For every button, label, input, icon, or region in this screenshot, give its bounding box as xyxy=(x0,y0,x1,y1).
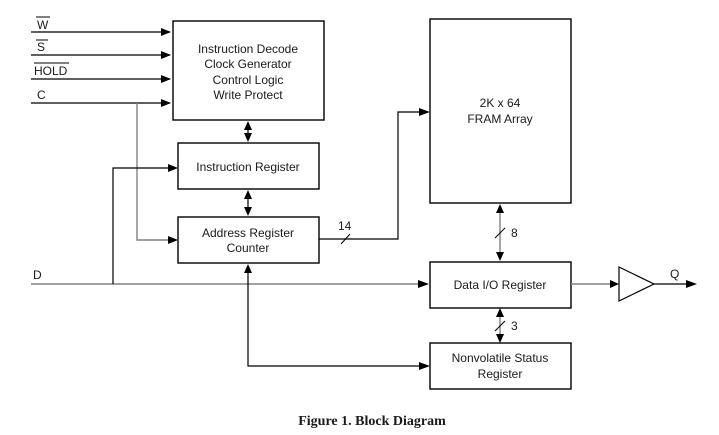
buffer-input-arrow xyxy=(610,280,619,288)
address-register-box xyxy=(177,216,320,264)
pin-hold-label: HOLD xyxy=(34,64,68,78)
address-register-line-2: Counter xyxy=(227,241,270,255)
control-logic-box xyxy=(172,20,325,121)
bus-slash-3 xyxy=(494,320,506,332)
data-io-register-block: Data I/O Register xyxy=(429,261,572,309)
pin-c: C xyxy=(31,88,171,107)
bus-width-14: 14 xyxy=(338,219,352,233)
d-to-instruction-wire xyxy=(112,167,170,284)
instruction-address-link xyxy=(244,190,252,216)
bus-width-8: 8 xyxy=(511,226,518,240)
address-register-line-1: Address Register xyxy=(202,226,294,240)
q-output-arrow xyxy=(686,280,697,288)
status-register-line-2: Register xyxy=(478,367,523,381)
data-io-register-label: Data I/O Register xyxy=(454,278,547,292)
data-status-bus: 3 xyxy=(494,308,518,343)
arrow-up-icon xyxy=(244,190,252,199)
fram-array-box xyxy=(429,18,572,204)
arrow-down-icon xyxy=(244,207,252,216)
status-register-box xyxy=(429,342,572,390)
pin-w-label: W xyxy=(37,18,49,32)
bus-slash-14 xyxy=(340,233,351,245)
arrow-down-icon xyxy=(496,252,504,261)
output-path: Q xyxy=(571,266,697,302)
clock-to-address-wire xyxy=(136,103,176,241)
address-status-link xyxy=(244,264,430,370)
arrow-down-icon xyxy=(244,133,252,142)
status-register-line-1: Nonvolatile Status xyxy=(452,351,549,365)
control-line-4: Write Protect xyxy=(213,88,283,102)
control-line-3: Control Logic xyxy=(213,73,284,87)
instruction-register-label: Instruction Register xyxy=(196,160,299,174)
arrow-up-icon xyxy=(244,264,252,273)
address-register-block: Address Register Counter xyxy=(177,216,320,264)
instruction-register-block: Instruction Register xyxy=(177,142,320,190)
instruction-register-box xyxy=(177,142,320,190)
pin-hold: HOLD xyxy=(31,62,171,83)
pin-d-label: D xyxy=(33,268,42,282)
array-data-bus: 8 xyxy=(494,204,518,261)
arrow-up-icon xyxy=(496,204,504,213)
d-to-instruction-arrow xyxy=(168,164,178,172)
arrow-up-icon xyxy=(496,308,504,317)
fram-array-block: 2K x 64 FRAM Array xyxy=(429,18,572,204)
control-logic-block: Instruction Decode Clock Generator Contr… xyxy=(172,20,325,121)
fram-array-line-1: 2K x 64 xyxy=(480,96,521,110)
pin-w: W xyxy=(31,16,171,36)
bus-width-3: 3 xyxy=(511,319,518,333)
data-io-register-box xyxy=(429,261,572,309)
arrow-right-icon xyxy=(419,362,430,370)
address-bus-wire xyxy=(319,111,420,240)
address-bus: 14 xyxy=(319,108,430,245)
pin-c-label: C xyxy=(37,88,46,102)
d-to-dataio-arrow xyxy=(418,280,429,288)
clock-to-address-arrow xyxy=(168,236,178,244)
control-line-2: Clock Generator xyxy=(204,57,291,71)
address-bus-arrow xyxy=(419,108,430,116)
pin-s: S xyxy=(31,39,171,59)
figure-caption: Figure 1. Block Diagram xyxy=(298,414,446,429)
arrow-down-icon xyxy=(496,334,504,343)
address-status-wire xyxy=(247,270,420,367)
bus-slash-8 xyxy=(494,227,506,239)
output-buffer-icon xyxy=(618,266,656,302)
control-instruction-link xyxy=(244,121,252,142)
arrow-up-icon xyxy=(244,121,252,130)
input-pins: W S HOLD C xyxy=(31,16,171,107)
control-line-1: Instruction Decode xyxy=(198,42,298,56)
fram-array-line-2: FRAM Array xyxy=(467,112,532,126)
pin-s-label: S xyxy=(37,40,45,54)
status-register-block: Nonvolatile Status Register xyxy=(429,342,572,390)
pin-q-label: Q xyxy=(670,267,679,281)
